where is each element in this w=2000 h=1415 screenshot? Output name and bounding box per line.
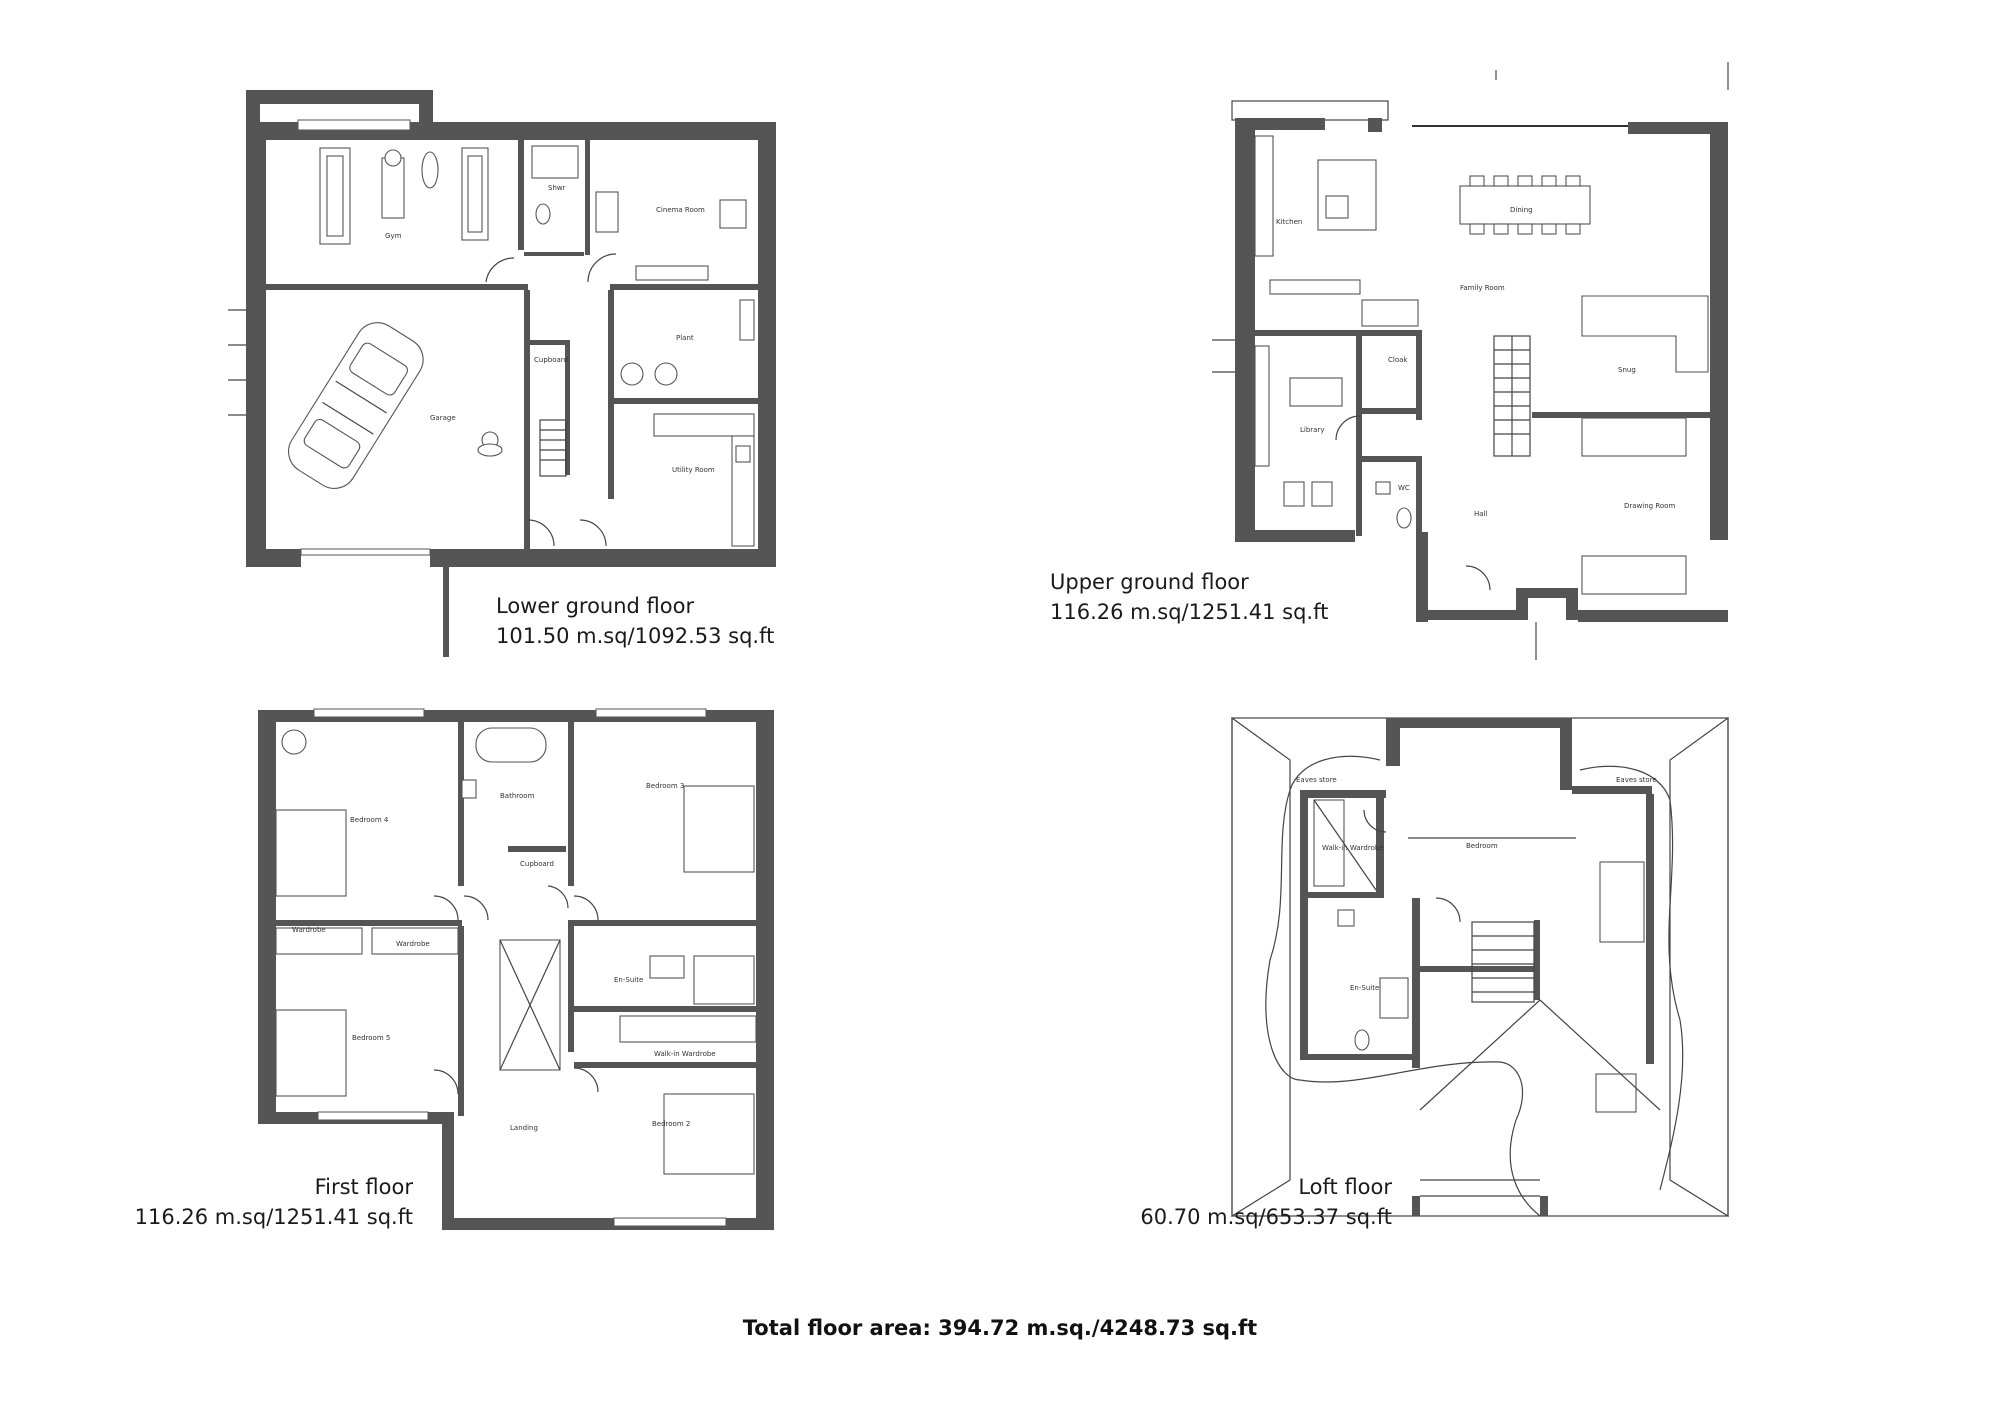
- room-label-cupboard-1f: Cupboard: [520, 860, 554, 868]
- caption-lower-ground: Lower ground floor 101.50 m.sq/1092.53 s…: [496, 591, 774, 651]
- upper-ground-plan: Kitchen Dining Family Room Snug Library …: [1212, 62, 1729, 660]
- room-label-wardrobe-2: Wardrobe: [396, 940, 430, 948]
- room-label-gym: Gym: [385, 232, 402, 240]
- floor-area: 116.26 m.sq/1251.41 sq.ft: [1050, 600, 1329, 624]
- room-label-bedroom-loft: Bedroom: [1466, 842, 1498, 850]
- room-label-cinema: Cinema Room: [656, 206, 705, 214]
- room-label-hall: Hall: [1474, 510, 1487, 518]
- floor-name: Loft floor: [1298, 1175, 1392, 1199]
- floor-area: 101.50 m.sq/1092.53 sq.ft: [496, 624, 775, 648]
- room-label-wc: WC: [1398, 484, 1410, 492]
- room-label-library: Library: [1300, 426, 1324, 434]
- floor-name: Lower ground floor: [496, 594, 695, 618]
- room-label-eaves-1: Eaves store: [1296, 776, 1337, 784]
- room-label-ensuite-loft: En-Suite: [1350, 984, 1379, 992]
- room-label-bedroom-3: Bedroom 3: [646, 782, 684, 790]
- lower-ground-plan: Gym Shwr Cinema Room Garage Cupboard Pla…: [228, 90, 776, 657]
- room-label-landing: Landing: [510, 1124, 538, 1132]
- room-label-kitchen: Kitchen: [1276, 218, 1302, 226]
- room-label-drawing: Drawing Room: [1624, 502, 1675, 510]
- room-label-family: Family Room: [1460, 284, 1505, 292]
- room-label-snug: Snug: [1618, 366, 1636, 374]
- room-label-bedroom-4: Bedroom 4: [350, 816, 389, 824]
- room-label-garage: Garage: [430, 414, 456, 422]
- caption-first: First floor 116.26 m.sq/1251.41 sq.ft: [135, 1172, 413, 1232]
- caption-loft: Loft floor 60.70 m.sq/653.37 sq.ft: [1140, 1172, 1392, 1232]
- room-label-eaves-2: Eaves store: [1616, 776, 1657, 784]
- room-label-shwr: Shwr: [548, 184, 566, 192]
- total-floor-area: Total floor area: 394.72 m.sq./4248.73 s…: [742, 1316, 1258, 1340]
- room-label-plant: Plant: [676, 334, 694, 342]
- floor-name: Upper ground floor: [1050, 570, 1249, 594]
- room-label-bedroom-5: Bedroom 5: [352, 1034, 390, 1042]
- room-label-walk-in-loft: Walk-in Wardrobe: [1322, 844, 1384, 852]
- room-label-cloak: Cloak: [1388, 356, 1408, 364]
- floor-area: 60.70 m.sq/653.37 sq.ft: [1140, 1205, 1392, 1229]
- room-label-cupboard: Cupboard: [534, 356, 568, 364]
- loft-floor-plan: Eaves store Eaves store Walk-in Wardrobe…: [1231, 716, 1729, 1218]
- room-label-dining: Dining: [1510, 206, 1533, 214]
- room-label-walk-in-1f: Walk-in Wardrobe: [654, 1050, 716, 1058]
- room-label-bedroom-2: Bedroom 2: [652, 1120, 690, 1128]
- floor-name: First floor: [314, 1175, 413, 1199]
- caption-upper-ground: Upper ground floor 116.26 m.sq/1251.41 s…: [1050, 567, 1328, 627]
- room-label-bathroom: Bathroom: [500, 792, 535, 800]
- first-floor-plan: Bathroom Cupboard Bedroom 4 Bedroom 3 Wa…: [258, 708, 774, 1230]
- room-label-utility: Utility Room: [672, 466, 715, 474]
- floor-area: 116.26 m.sq/1251.41 sq.ft: [134, 1205, 413, 1229]
- room-label-wardrobe-1: Wardrobe: [292, 926, 326, 934]
- room-label-ensuite-1f: En-Suite: [614, 976, 643, 984]
